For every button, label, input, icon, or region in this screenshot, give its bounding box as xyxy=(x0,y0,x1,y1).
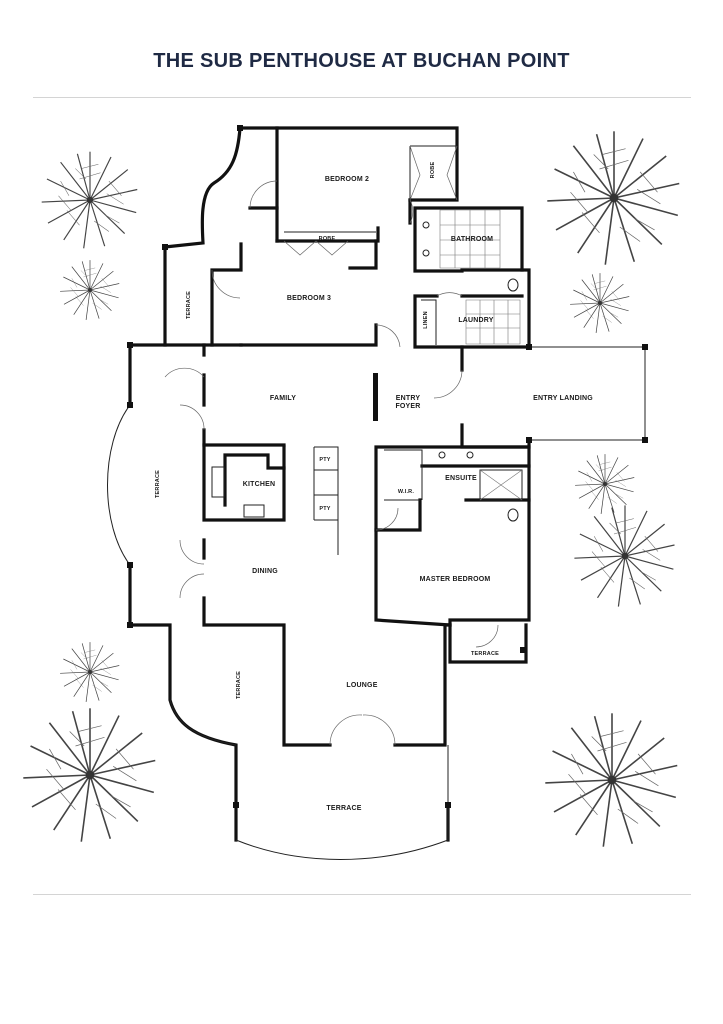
structural-posts xyxy=(127,125,648,808)
palm-tree-icon xyxy=(41,151,138,249)
top-divider xyxy=(33,97,691,98)
room-label-pantry-upper: PTY xyxy=(319,457,330,463)
palm-tree-icon xyxy=(59,259,120,321)
room-label-pantry-lower: PTY xyxy=(319,506,330,512)
room-label-lounge: LOUNGE xyxy=(346,682,377,689)
room-label-bedroom-3: BEDROOM 3 xyxy=(287,295,331,302)
room-label-entry-landing: ENTRY LANDING xyxy=(533,395,593,402)
room-label-terrace-bottom: TERRACE xyxy=(326,805,361,812)
room-label-entry-foyer-2: FOYER xyxy=(395,403,420,410)
room-label-terrace-upper: TERRACE xyxy=(186,291,192,319)
room-label-master-bedroom: MASTER BEDROOM xyxy=(420,576,491,583)
room-label-entry-foyer-1: ENTRY xyxy=(396,395,421,402)
room-label-linen: LINEN xyxy=(423,311,429,329)
room-label-kitchen: KITCHEN xyxy=(243,481,276,488)
room-label-bathroom: BATHROOM xyxy=(451,236,493,243)
room-label-robe-bedroom-2: ROBE xyxy=(430,162,436,179)
palm-tree-icon xyxy=(546,130,681,266)
palm-tree-icon xyxy=(569,272,630,334)
bottom-divider xyxy=(33,894,691,895)
room-label-dining: DINING xyxy=(252,568,278,575)
room-label-terrace-left: TERRACE xyxy=(155,470,161,498)
palm-tree-icon xyxy=(544,712,679,848)
room-label-terrace-master: TERRACE xyxy=(471,651,499,657)
palm-tree-icon xyxy=(22,707,157,843)
building-walls xyxy=(128,126,531,842)
room-label-ensuite: ENSUITE xyxy=(445,475,477,482)
terrace-outlines xyxy=(107,145,646,860)
room-label-robe-bedroom-3: ROBE xyxy=(319,236,336,242)
page-title: THE SUB PENTHOUSE AT BUCHAN POINT xyxy=(153,50,570,72)
room-label-family: FAMILY xyxy=(270,395,296,402)
door-swings xyxy=(164,145,499,746)
room-label-terrace-lower-left: TERRACE xyxy=(236,671,242,699)
room-label-laundry: LAUNDRY xyxy=(458,317,493,324)
palm-tree-icon xyxy=(574,453,635,515)
room-label-bedroom-2: BEDROOM 2 xyxy=(325,176,369,183)
palm-tree-icon xyxy=(573,504,676,608)
room-label-wir: W.I.R. xyxy=(398,489,414,495)
palm-tree-icon xyxy=(59,641,120,703)
